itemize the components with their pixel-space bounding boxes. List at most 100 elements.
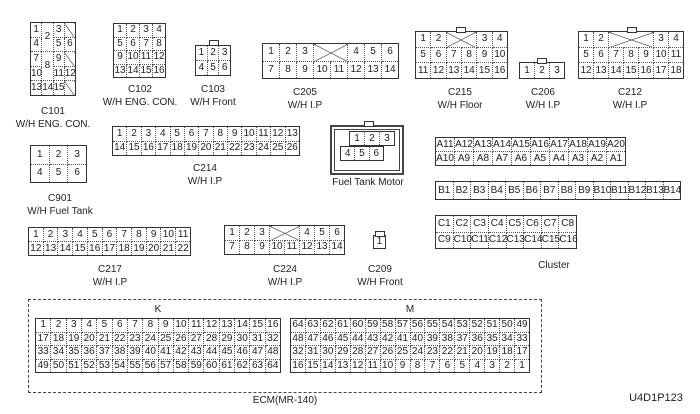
pin: 11 bbox=[52, 65, 65, 82]
pin: 10 bbox=[379, 358, 396, 373]
pin: 2 bbox=[206, 45, 220, 61]
pin: 2 bbox=[364, 131, 380, 146]
blocked-cavity bbox=[269, 225, 300, 241]
pin: 44 bbox=[203, 345, 220, 360]
latch-icon bbox=[537, 58, 547, 64]
pin: 35 bbox=[65, 345, 82, 360]
cluster-label: Cluster bbox=[538, 260, 570, 271]
pin: C12 bbox=[487, 231, 507, 249]
pin: 60 bbox=[203, 358, 220, 373]
pin: 16 bbox=[86, 241, 103, 256]
pin: 29 bbox=[218, 331, 236, 346]
pin: C9 bbox=[435, 231, 454, 249]
pin: 24 bbox=[409, 345, 426, 360]
pin: 8 bbox=[152, 36, 166, 51]
pin: 9 bbox=[157, 318, 174, 333]
ecm-label: ECM(MR-140) bbox=[252, 395, 318, 406]
pin: 14 bbox=[319, 358, 336, 373]
pin: 8 bbox=[41, 51, 54, 82]
pin: 21 bbox=[96, 331, 113, 346]
pin: 4 bbox=[339, 146, 356, 161]
pin: 39 bbox=[424, 331, 441, 346]
pin: 6 bbox=[67, 163, 87, 183]
pin: 37 bbox=[454, 331, 471, 346]
pin: 43 bbox=[364, 331, 381, 346]
pin: 13 bbox=[364, 60, 382, 79]
pin: 39 bbox=[126, 345, 144, 360]
pin: 3 bbox=[254, 225, 270, 241]
pin: B4 bbox=[487, 181, 506, 200]
pin: B7 bbox=[540, 181, 559, 200]
pin: 19 bbox=[131, 241, 147, 256]
pin: 49 bbox=[514, 318, 530, 333]
pin: 4 bbox=[152, 23, 166, 38]
latch-icon bbox=[375, 231, 385, 237]
pin: 5 bbox=[364, 43, 382, 62]
pin: 11 bbox=[330, 60, 348, 79]
pin: B13 bbox=[645, 181, 664, 200]
pin: 5 bbox=[113, 36, 127, 51]
pin: 1 bbox=[34, 318, 52, 333]
pin: 6 bbox=[111, 318, 128, 333]
pin: 9 bbox=[113, 50, 127, 65]
pin: 9 bbox=[476, 46, 493, 64]
pin: 58 bbox=[379, 318, 396, 333]
pin: 12 bbox=[152, 50, 166, 65]
pin: 11 bbox=[139, 50, 153, 65]
pin: 35 bbox=[484, 331, 501, 346]
pin: 9 bbox=[254, 239, 270, 255]
pin: 25 bbox=[270, 140, 286, 156]
pin: 18 bbox=[169, 140, 185, 156]
pin: 2 bbox=[499, 358, 516, 373]
pin: 22 bbox=[111, 331, 128, 346]
pin: 3 bbox=[549, 62, 565, 79]
pin: 58 bbox=[172, 358, 190, 373]
pin: 11 bbox=[175, 227, 191, 242]
pin: 1 bbox=[111, 126, 128, 142]
pin: 10 bbox=[653, 46, 669, 64]
pin: 15 bbox=[476, 62, 493, 79]
pin: 45 bbox=[218, 345, 236, 360]
figure-code: U4D1P123 bbox=[629, 392, 683, 404]
pin: 1 bbox=[195, 45, 208, 61]
pin: A8 bbox=[473, 151, 493, 166]
pin: 9 bbox=[296, 60, 314, 79]
pin: 10 bbox=[172, 318, 190, 333]
pin: A2 bbox=[587, 151, 607, 166]
pin: 27 bbox=[364, 345, 381, 360]
pin: A5 bbox=[530, 151, 550, 166]
pin: 10 bbox=[313, 60, 331, 79]
pin: 64 bbox=[264, 358, 282, 373]
pin: 7 bbox=[445, 46, 462, 64]
pin: A15 bbox=[511, 137, 531, 152]
pin: 18 bbox=[499, 345, 516, 360]
pin: 26 bbox=[172, 331, 190, 346]
pin: 38 bbox=[439, 331, 456, 346]
pin: 45 bbox=[334, 331, 351, 346]
pin: 40 bbox=[409, 331, 426, 346]
pin: 13 bbox=[113, 63, 127, 78]
pin: 15 bbox=[52, 80, 65, 96]
pin: A11 bbox=[435, 137, 455, 152]
empty-cavity bbox=[63, 22, 77, 38]
pin: 5 bbox=[354, 146, 370, 161]
blocked-cavity bbox=[445, 31, 478, 48]
pin: 4 bbox=[29, 36, 43, 53]
pin: 7 bbox=[424, 358, 441, 373]
pin: 61 bbox=[218, 358, 236, 373]
pin: 1 bbox=[578, 31, 594, 48]
pin: 7 bbox=[262, 60, 280, 79]
pin: 23 bbox=[241, 140, 257, 156]
pin: 14 bbox=[329, 239, 345, 255]
pin: B5 bbox=[505, 181, 524, 200]
pin: 4 bbox=[299, 225, 315, 241]
pin: 2 bbox=[430, 31, 447, 48]
